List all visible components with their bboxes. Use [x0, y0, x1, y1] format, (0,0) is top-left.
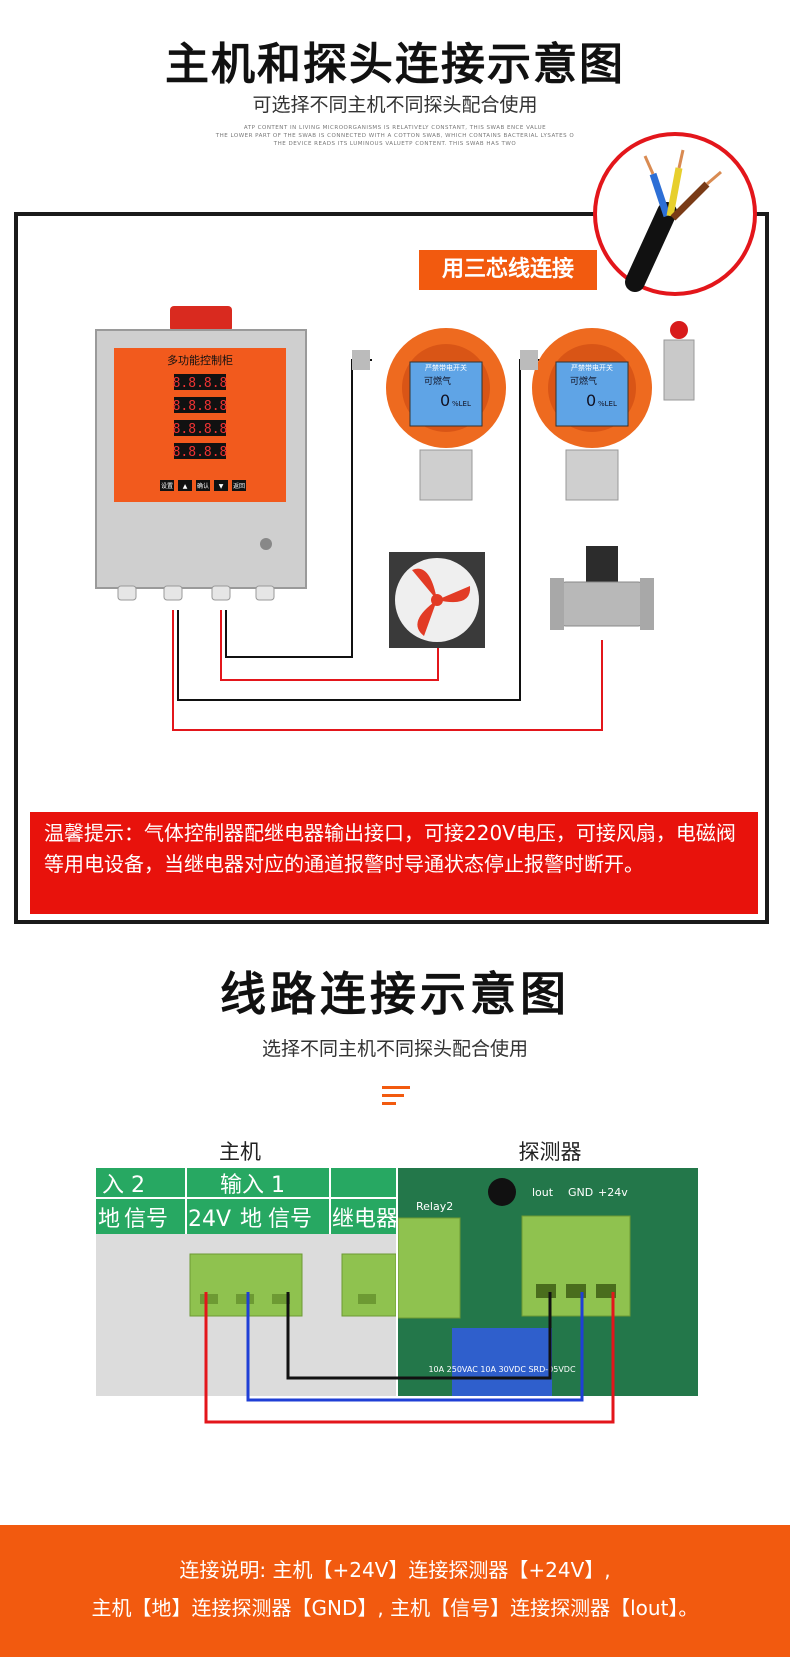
svg-text:信号: 信号	[268, 1207, 312, 1232]
svg-text:0: 0	[440, 391, 450, 410]
pin-gnd-label: GND	[568, 1186, 593, 1199]
gas-detector-2: 严禁带电开关 可燃气 0 %LEL	[520, 321, 695, 501]
relay2-label: Relay2	[416, 1200, 453, 1213]
controller-button-ok: 确认	[197, 482, 209, 490]
host-label: 主机	[219, 1140, 261, 1164]
connection-note-banner: 连接说明: 主机【+24V】连接探测器【+24V】, 主机【地】连接探测器【GN…	[0, 1525, 790, 1657]
controller-button-set: 设置	[161, 482, 173, 490]
controller-title: 多功能控制柜	[167, 353, 233, 367]
svg-text:%LEL: %LEL	[452, 400, 471, 408]
controller-button-back: 返回	[233, 483, 245, 490]
section1-subtitle: 可选择不同主机不同探头配合使用	[252, 94, 538, 116]
alarm-light-icon	[170, 306, 232, 332]
svg-text:24V: 24V	[188, 1207, 231, 1232]
svg-text:%LEL: %LEL	[598, 400, 617, 408]
fine-print-3: THE DEVICE READS ITS LUMINOUS VALUETP CO…	[273, 141, 517, 147]
connection-note-line1: 连接说明: 主机【+24V】连接探测器【+24V】,	[179, 1558, 611, 1582]
controller-button-down: ▼	[219, 483, 224, 490]
pin-24v-label: +24v	[598, 1186, 628, 1199]
section2-title: 线路连接示意图	[220, 967, 570, 1021]
svg-text:严禁带电开关: 严禁带电开关	[425, 363, 467, 372]
solenoid-valve-icon	[550, 546, 654, 630]
gas-detector-1: 严禁带电开关 可燃气 0 %LEL	[352, 328, 538, 501]
svg-text:继电器: 继电器	[332, 1207, 396, 1232]
detector-pcb-panel: Relay2 lout GND +24v 10A 250VAC 10A 30VD…	[398, 1168, 698, 1396]
three-core-wire-badge: 用三芯线连接	[419, 250, 597, 290]
key-lock-icon	[260, 538, 272, 550]
host-header-input2: 入 2	[102, 1173, 145, 1198]
warm-tip-box: 温馨提示：气体控制器配继电器输出接口，可接220V电压，可接风扇，电磁阀等用电设…	[30, 812, 758, 914]
svg-text:可燃气: 可燃气	[570, 375, 597, 387]
host-terminal-panel: 入 2 输入 1 地 信号 24V 地 信号 继电器	[96, 1168, 396, 1396]
controller-display-2: 8.8.8.8	[173, 399, 228, 414]
cable-icon	[593, 132, 757, 296]
exhaust-fan-icon	[389, 552, 485, 648]
host-header-input1: 输入 1	[220, 1173, 285, 1198]
controller-display-3: 8.8.8.8	[173, 422, 228, 437]
svg-text:地: 地	[98, 1207, 120, 1232]
detector-label: 探测器	[518, 1140, 582, 1164]
controller-display-4: 8.8.8.8	[173, 445, 228, 460]
controller-display-1: 8.8.8.8	[173, 376, 228, 391]
controller-button-up: ▲	[183, 483, 188, 490]
device-illustration: 多功能控制柜 8.8.8.8 8.8.8.8 8.8.8.8 8.8.8.8 设…	[95, 306, 695, 731]
section2-subtitle: 选择不同主机不同探头配合使用	[261, 1038, 528, 1060]
svg-text:信号: 信号	[124, 1207, 168, 1232]
menu-lines-icon	[382, 1086, 410, 1105]
svg-text:地: 地	[240, 1207, 262, 1232]
wiring-lines	[204, 1292, 615, 1424]
connection-note-line2: 主机【地】连接探测器【GND】, 主机【信号】连接探测器【lout】。	[91, 1596, 699, 1620]
fine-print-2: THE LOWER PART OF THE SWAB IS CONNECTED …	[215, 133, 575, 139]
detector-alarm-lamp-icon	[670, 321, 688, 339]
fine-print-1: ATP CONTENT IN LIVING MICROORGANISMS IS …	[243, 125, 547, 131]
relay-spec: 10A 250VAC 10A 30VDC SRD-05VDC	[428, 1365, 576, 1374]
pin-lout-label: lout	[532, 1186, 554, 1199]
svg-text:可燃气: 可燃气	[424, 375, 451, 387]
svg-text:严禁带电开关: 严禁带电开关	[571, 363, 613, 372]
section1-title: 主机和探头连接示意图	[165, 39, 625, 90]
svg-text:0: 0	[586, 391, 596, 410]
